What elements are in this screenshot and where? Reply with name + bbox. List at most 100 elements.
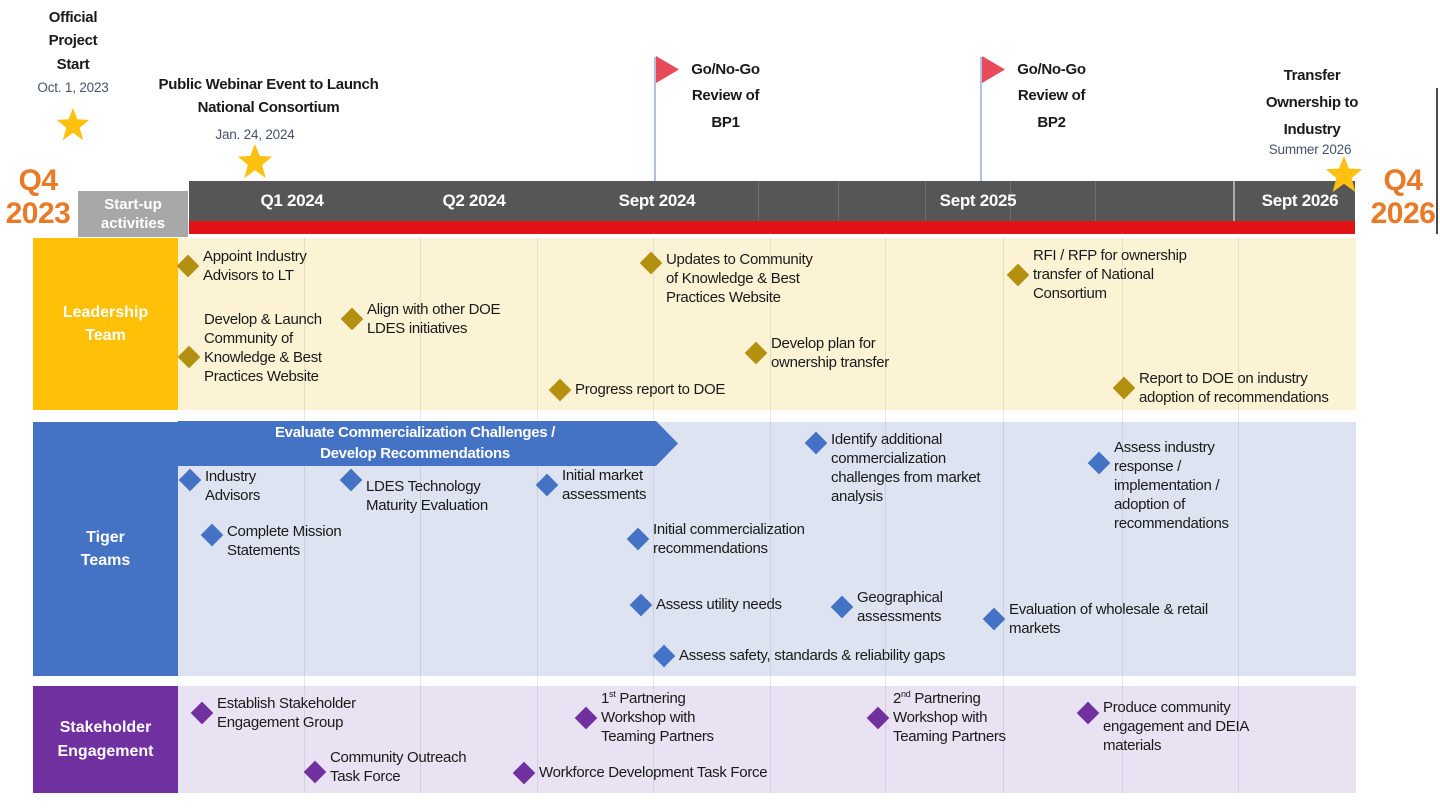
bar-divider bbox=[758, 181, 759, 221]
timeline-header-bar: Q1 2024 Q2 2024 Sept 2024 Sept 2025 Sept… bbox=[189, 181, 1355, 221]
gridline bbox=[885, 238, 886, 793]
era-label-q4-2026: Q4 2026 bbox=[1370, 164, 1436, 230]
webinar-date: Jan. 24, 2024 bbox=[215, 127, 295, 142]
milestone-diamond-icon bbox=[549, 379, 570, 400]
gridline bbox=[1238, 238, 1239, 793]
startup-activities-label: Start-up activities bbox=[100, 195, 166, 233]
milestone-diamond-icon bbox=[1007, 264, 1028, 285]
official-start-date: Oct. 1, 2023 bbox=[37, 80, 109, 95]
milestone-diamond-icon bbox=[341, 309, 362, 330]
lane-label-tiger-teams: Tiger Teams bbox=[33, 422, 178, 676]
milestone-diamond-icon bbox=[178, 346, 199, 367]
milestone-diamond-icon bbox=[640, 252, 661, 273]
slide-edge-line bbox=[1436, 88, 1438, 234]
flag-pole bbox=[654, 57, 656, 181]
milestone-develop-ownership-plan: Develop plan for ownership transfer bbox=[745, 334, 916, 372]
milestone-appoint-industry-advisors: Appoint Industry Advisors to LT bbox=[177, 247, 333, 285]
milestone-diamond-icon bbox=[1088, 452, 1109, 473]
era-label-q4-2023: Q4 2023 bbox=[2, 164, 74, 230]
red-stripe bbox=[189, 221, 1355, 234]
official-start-title: Official Project Start bbox=[48, 9, 98, 73]
gonogo-bp2-title: Go/No-Go Review of BP2 bbox=[1017, 61, 1086, 131]
era-quarter: Q4 bbox=[18, 164, 58, 197]
gonogo-bp1-title: Go/No-Go Review of BP1 bbox=[691, 61, 760, 131]
milestone-initial-market-assessments: Initial market assessments bbox=[536, 466, 672, 504]
gridline bbox=[304, 238, 305, 793]
milestone-assess-utility-needs: Assess utility needs bbox=[630, 594, 782, 615]
milestone-updates-community-website: Updates to Community of Knowledge & Best… bbox=[640, 250, 826, 307]
gridline bbox=[537, 238, 538, 793]
milestone-second-partnering-workshop: 2nd Partnering Workshop with Teaming Par… bbox=[867, 689, 1028, 746]
star-icon bbox=[237, 144, 273, 179]
milestone-industry-advisors: Industry Advisors bbox=[179, 467, 285, 505]
milestone-initial-commercialization-recommendations: Initial commercialization recommendation… bbox=[627, 520, 833, 558]
milestone-diamond-icon bbox=[831, 597, 852, 618]
bar-divider bbox=[1010, 181, 1011, 221]
bar-divider bbox=[1095, 181, 1096, 221]
period-q2-2024: Q2 2024 bbox=[442, 191, 506, 210]
era-year: 2023 bbox=[5, 197, 71, 230]
stakeholder-lane-background bbox=[178, 686, 1356, 793]
gridline bbox=[1122, 238, 1123, 793]
startup-activities-box: Start-up activities bbox=[78, 191, 188, 237]
milestone-evaluation-wholesale-retail: Evaluation of wholesale & retail markets bbox=[983, 600, 1219, 638]
milestone-diamond-icon bbox=[177, 256, 198, 277]
milestone-diamond-icon bbox=[1113, 378, 1134, 399]
period-q1-2024: Q1 2024 bbox=[260, 191, 324, 210]
milestone-diamond-icon bbox=[653, 645, 674, 666]
transfer-ownership-date: Summer 2026 bbox=[1268, 142, 1352, 157]
gridline bbox=[420, 238, 421, 793]
milestone-diamond-icon bbox=[575, 707, 596, 728]
milestone-diamond-icon bbox=[304, 761, 325, 782]
bar-divider bbox=[838, 181, 839, 221]
milestone-diamond-icon bbox=[513, 762, 534, 783]
milestone-diamond-icon bbox=[867, 707, 888, 728]
gridline bbox=[770, 238, 771, 793]
milestone-community-outreach-task-force: Community Outreach Task Force bbox=[304, 748, 485, 786]
milestone-diamond-icon bbox=[179, 469, 200, 490]
period-sept-2024: Sept 2024 bbox=[618, 191, 696, 210]
flag-icon bbox=[656, 56, 679, 83]
milestone-ldes-maturity-evaluation: LDES Technology Maturity Evaluation bbox=[340, 467, 511, 515]
bar-divider bbox=[925, 181, 926, 221]
banner-line-2: Develop Recommendations bbox=[320, 444, 510, 462]
leadership-lane-background bbox=[178, 238, 1356, 410]
milestone-diamond-icon bbox=[630, 594, 651, 615]
era-quarter: Q4 bbox=[1383, 164, 1423, 197]
milestone-first-partnering-workshop: 1st Partnering Workshop with Teaming Par… bbox=[575, 689, 731, 746]
milestone-diamond-icon bbox=[805, 432, 826, 453]
webinar-title: Public Webinar Event to Launch National … bbox=[158, 76, 379, 116]
milestone-rfi-rfp-transfer: RFI / RFP for ownership transfer of Nati… bbox=[1007, 246, 1198, 303]
flag-icon bbox=[982, 56, 1005, 83]
milestone-identify-additional-challenges: Identify additional commercialization ch… bbox=[805, 430, 1016, 506]
milestone-workforce-development-task-force: Workforce Development Task Force bbox=[513, 762, 768, 783]
era-year: 2026 bbox=[1370, 197, 1436, 230]
milestone-diamond-icon bbox=[191, 703, 212, 724]
banner-line-1: Evaluate Commercialization Challenges / bbox=[274, 424, 556, 442]
period-sept-2026: Sept 2026 bbox=[1261, 191, 1339, 210]
milestone-establish-stakeholder-group: Establish Stakeholder Engagement Group bbox=[191, 694, 382, 732]
milestone-complete-mission-statements: Complete Mission Statements bbox=[201, 522, 362, 560]
transfer-ownership-title: Transfer Ownership to Industry bbox=[1265, 67, 1359, 138]
milestone-develop-launch-community: Develop & Launch Community of Knowledge … bbox=[178, 310, 339, 386]
flag-pole bbox=[980, 57, 982, 181]
milestone-diamond-icon bbox=[627, 529, 648, 550]
milestone-diamond-icon bbox=[536, 475, 557, 496]
milestone-diamond-icon bbox=[201, 524, 222, 545]
milestone-align-doe-ldes: Align with other DOE LDES initiatives bbox=[341, 300, 522, 338]
period-sept-2025: Sept 2025 bbox=[939, 191, 1017, 210]
milestone-diamond-icon bbox=[340, 469, 361, 490]
milestone-assess-industry-response: Assess industry response / implementatio… bbox=[1088, 438, 1254, 533]
bar-divider bbox=[1233, 181, 1235, 221]
gridline bbox=[653, 238, 654, 793]
milestone-diamond-icon bbox=[1077, 702, 1098, 723]
milestone-assess-safety-standards: Assess safety, standards & reliability g… bbox=[653, 645, 945, 666]
commercialization-banner: Evaluate Commercialization Challenges / … bbox=[178, 421, 678, 466]
milestone-progress-report-doe: Progress report to DOE bbox=[549, 379, 725, 400]
gridline bbox=[1003, 238, 1004, 793]
milestone-geographical-assessments: Geographical assessments bbox=[831, 588, 972, 626]
star-icon bbox=[56, 108, 90, 141]
milestone-report-doe-adoption: Report to DOE on industry adoption of re… bbox=[1113, 369, 1344, 407]
lane-label-leadership-team: Leadership Team bbox=[33, 238, 178, 410]
